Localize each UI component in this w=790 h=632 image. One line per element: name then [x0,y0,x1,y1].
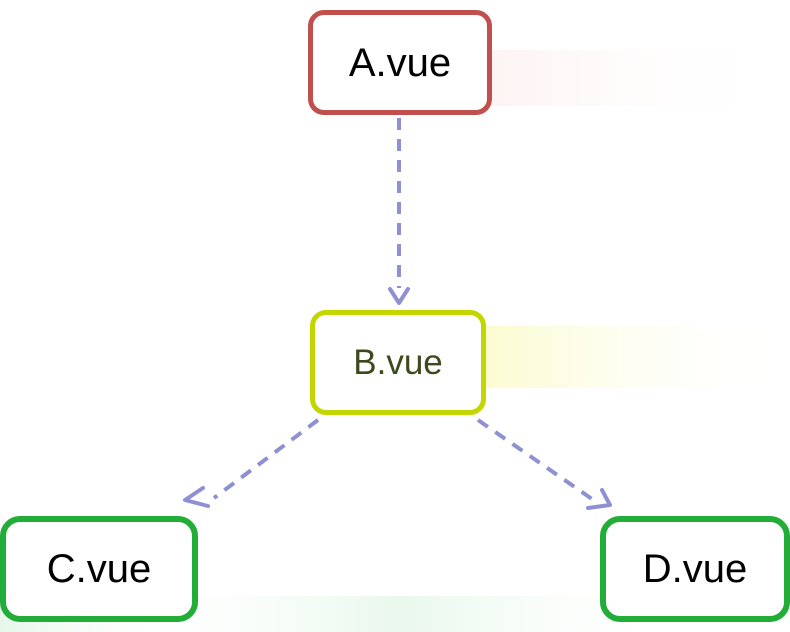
node-d-vue-label: D.vue [642,547,748,591]
edge-b-to-c [212,418,320,500]
arrowhead-a-to-b [388,287,410,305]
node-a-vue[interactable]: A.vue [308,10,492,115]
yellow-tint-band [480,326,790,388]
edge-b-to-d [476,418,594,501]
node-b-vue-label: B.vue [353,343,443,382]
node-b-vue[interactable]: B.vue [310,310,486,415]
node-c-vue[interactable]: C.vue [0,516,198,622]
node-a-vue-label: A.vue [348,40,452,85]
node-d-vue[interactable]: D.vue [600,516,790,622]
arrowhead-b-to-d [586,488,612,510]
pink-tint-band [490,50,790,106]
node-c-vue-label: C.vue [46,547,152,591]
arrowhead-b-to-c [183,486,210,508]
